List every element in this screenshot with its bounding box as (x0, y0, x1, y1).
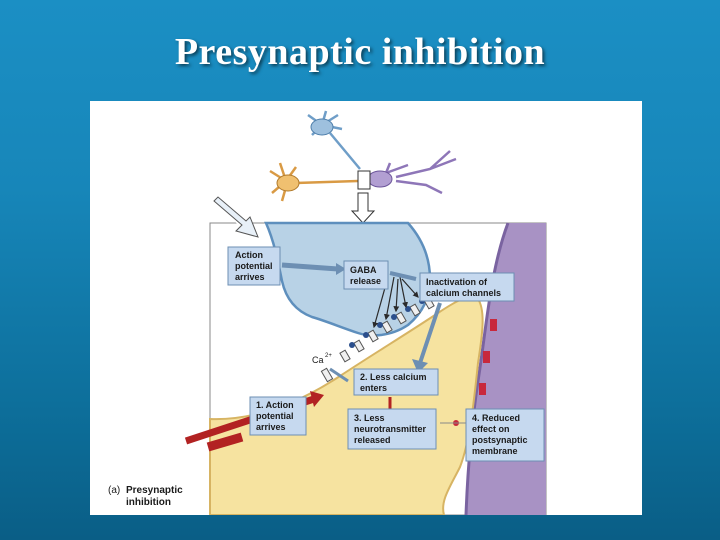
ca-charge: 2+ (325, 353, 332, 359)
neuron-overview (269, 110, 457, 224)
arrow-to-gaba (281, 262, 339, 272)
box-line: effect on (472, 424, 510, 434)
box-line: potential (235, 261, 273, 271)
excitatory-neuron-small (269, 162, 359, 202)
box-line: 3. Less (354, 413, 385, 423)
presynaptic-inhibition-diagram: Ca 2+ Action potential arrives GABA rele… (108, 110, 547, 515)
box-gaba-release: GABA release (343, 260, 389, 290)
box-less-neurotransmitter: 3. Less neurotransmitter released (347, 408, 437, 450)
arrow-to-inactivation (389, 271, 417, 281)
box-line: postsynaptic (472, 435, 528, 445)
box-line: membrane (472, 446, 518, 456)
box-line: Inactivation of (426, 277, 488, 287)
box-action-potential-top: Action potential arrives (227, 246, 281, 286)
inhibitory-neuron-small (307, 110, 361, 170)
gaba-molecules (349, 298, 425, 348)
incoming-arrow (213, 196, 259, 238)
box-line: Action (235, 250, 263, 260)
calcium-channels (320, 296, 435, 383)
box-line: released (354, 435, 391, 445)
box-line: 4. Reduced (472, 413, 520, 423)
box-line: GABA (350, 265, 377, 275)
zoom-region-box (357, 170, 371, 190)
box-less-calcium: 2. Less calcium enters (353, 368, 439, 396)
box-line: enters (360, 383, 387, 393)
arrow-to-less-calcium-head (412, 359, 428, 373)
ca-label: Ca (312, 355, 324, 365)
postsynaptic-membrane (464, 222, 510, 515)
zoom-arrow (350, 192, 376, 224)
figure-caption: (a) Presynaptic inhibition (108, 485, 183, 508)
box-line: 2. Less calcium (360, 372, 427, 382)
slide-title: Presynaptic inhibition (174, 31, 546, 73)
box-line: arrives (235, 272, 265, 282)
caption-line: inhibition (126, 497, 171, 508)
arrow-to-less-calcium (418, 302, 442, 364)
arrow-to-gaba-head (336, 263, 346, 275)
box-line: calcium channels (426, 288, 501, 298)
box-reduced-effect: 4. Reduced effect on postsynaptic membra… (465, 408, 545, 462)
calcium-ion-label: Ca 2+ (312, 353, 332, 365)
arrow-calcium-entry (329, 367, 349, 383)
caption-letter: (a) (108, 485, 120, 496)
box-line: 1. Action (256, 400, 294, 410)
caption-line: Presynaptic (126, 485, 183, 496)
box-line: arrives (256, 422, 286, 432)
box-action-potential-step1: 1. Action potential arrives (249, 396, 307, 436)
postsynaptic-neuron-small (367, 150, 457, 195)
gaba-release-arrows (372, 276, 419, 329)
box-line: potential (256, 411, 294, 421)
box-line: release (350, 276, 381, 286)
box-inactivation: Inactivation of calcium channels (419, 272, 515, 302)
box-line: neurotransmitter (354, 424, 427, 434)
figure-panel: Ca 2+ Action potential arrives GABA rele… (90, 101, 642, 515)
